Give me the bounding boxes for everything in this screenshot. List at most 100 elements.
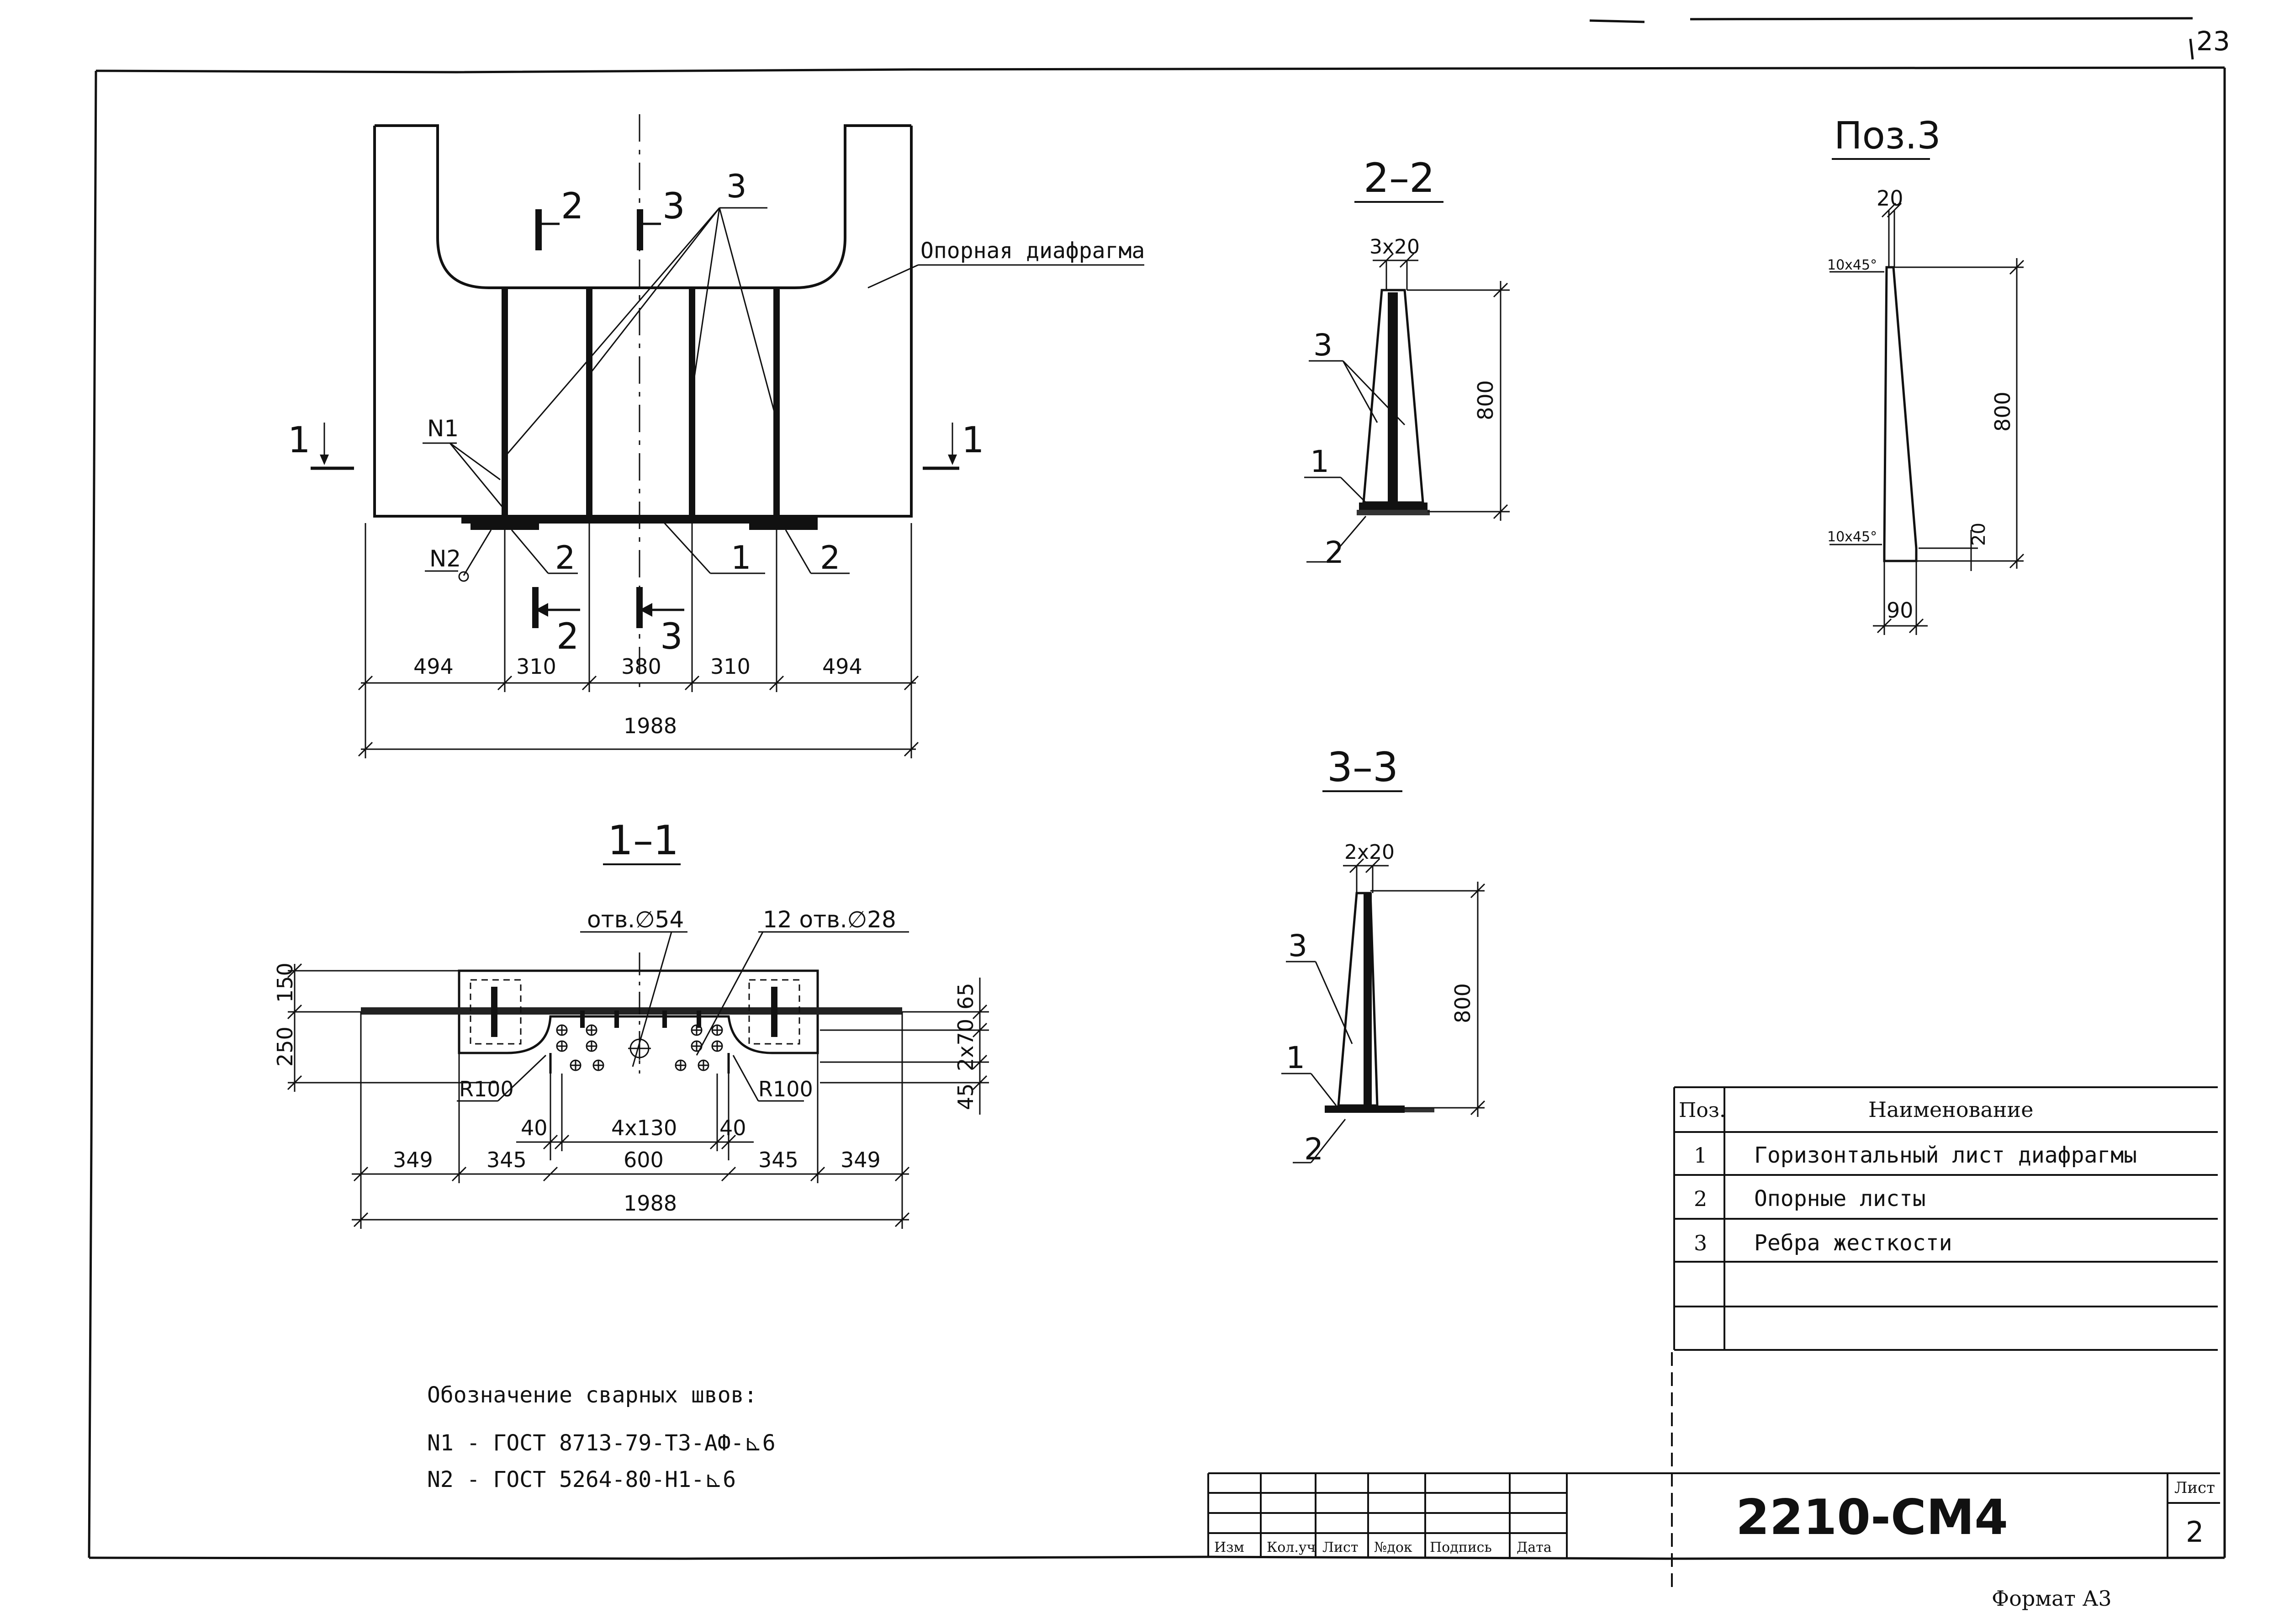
weld-note-n2: N2 - ГОСТ 5264-80-Н1-⊾6	[427, 1467, 736, 1492]
weld-notes-heading: Обозначение сварных швов:	[427, 1382, 757, 1408]
section-mark-1-right: 1	[923, 420, 984, 470]
svg-text:1: 1	[962, 420, 984, 461]
main-view: 3 Опорная диафрагма 2 3 2 3	[288, 114, 1145, 758]
tb-col-podpis: Подпись	[1430, 1539, 1492, 1555]
svg-text:2: 2	[561, 186, 584, 227]
radius-label-left: R100	[459, 1077, 514, 1101]
spec-table: Поз. Наименование 1 Горизонтальный лист …	[1673, 1086, 2218, 1351]
dim-345-left: 345	[486, 1148, 527, 1172]
pos3-dim-20-bottom: 20	[1968, 523, 1989, 546]
dim-494-right: 494	[822, 654, 862, 679]
weld-note-n1: N1 - ГОСТ 8713-79-Т3-АФ-⊾6	[427, 1430, 776, 1456]
tb-col-ndok: №док	[1374, 1539, 1412, 1555]
dim-800-s22: 800	[1473, 380, 1498, 420]
radius-label-right: R100	[758, 1077, 813, 1101]
dim-349-left: 349	[393, 1148, 433, 1172]
section-3-3-title: 3–3	[1327, 744, 1398, 791]
section-2-2-title: 2–2	[1364, 154, 1435, 201]
callout-s33-3: 3	[1288, 928, 1307, 963]
pos3-dim-90: 90	[1887, 598, 1914, 623]
callout-pos-3: 3	[726, 168, 747, 205]
dim-494-left: 494	[413, 654, 454, 679]
callout-pos-2-right: 2	[820, 539, 841, 577]
callout-s22-2: 2	[1325, 535, 1344, 570]
corner-sheet-number: 23	[2196, 26, 2230, 57]
sheet-number: 2	[2186, 1515, 2204, 1549]
tb-col-data: Дата	[1517, 1539, 1552, 1555]
sheet-frame	[88, 17, 2226, 1560]
pos-3-title: Поз.3	[1834, 114, 1941, 158]
dim-2x20: 2x20	[1344, 841, 1395, 864]
callout-pos-2-left: 2	[555, 539, 576, 577]
pos3-chamfer-bottom: 10x45°	[1827, 529, 1877, 545]
section-mark-3-bottom: 3	[636, 587, 684, 657]
stiffener-ribs	[502, 288, 780, 516]
pos3-chamfer-top: 10x45°	[1827, 257, 1877, 273]
svg-text:3: 3	[660, 616, 683, 657]
dim-65: 65	[953, 983, 978, 1010]
section-2-2: 2–2 3x20 800 3 1 2	[1304, 154, 1510, 570]
support-diaphragm-outline	[373, 124, 913, 518]
dim-40-left: 40	[521, 1116, 548, 1140]
dim-40-right: 40	[719, 1116, 746, 1140]
callout-s22-1: 1	[1310, 444, 1329, 479]
svg-text:1: 1	[288, 420, 311, 461]
sheet-label: Лист	[2174, 1479, 2215, 1497]
dim-345-right: 345	[758, 1148, 798, 1172]
dim-349-right: 349	[841, 1148, 881, 1172]
pos-3-detail: Поз.3 20 10x45° 800 10x45° 20 90	[1827, 114, 2025, 635]
drawing-code: 2210-СМ4	[1736, 1489, 2008, 1545]
callout-s33-1: 1	[1286, 1040, 1305, 1075]
format-label: Формат А3	[1992, 1586, 2112, 1611]
spec-header-pos: Поз.	[1679, 1099, 1726, 1122]
dim-600: 600	[624, 1148, 664, 1172]
weld-notes: Обозначение сварных швов: N1 - ГОСТ 8713…	[427, 1382, 776, 1492]
dim-3x20: 3x20	[1369, 235, 1420, 259]
diaphragm-web-plan	[361, 1007, 902, 1015]
callout-s33-2: 2	[1304, 1132, 1323, 1167]
section-mark-1-left: 1	[288, 420, 354, 470]
spec-row-3-name: Ребра жесткости	[1754, 1230, 1952, 1256]
pos3-dim-800: 800	[1990, 391, 2015, 432]
dim-1988-section: 1988	[624, 1191, 677, 1216]
callout-pos-1: 1	[731, 539, 751, 577]
weld-label-n2: N2	[429, 545, 461, 572]
support-diaphragm-label: Опорная диафрагма	[920, 238, 1145, 264]
section-1-1: 1–1	[273, 817, 989, 1229]
hole-large-label: отв.∅54	[587, 906, 684, 933]
dim-2x70: 2x70	[953, 1019, 978, 1071]
section-mark-2-top: 2	[535, 186, 584, 250]
dim-4x130: 4x130	[611, 1116, 677, 1140]
bolt-holes	[556, 1024, 723, 1071]
spec-row-3-pos: 3	[1694, 1231, 1707, 1255]
tb-col-izm: Изм	[1214, 1539, 1244, 1555]
main-dim-lines	[358, 523, 919, 758]
dim-800-s33: 800	[1450, 983, 1475, 1023]
dim-310-right: 310	[710, 654, 751, 679]
svg-text:2: 2	[556, 616, 579, 657]
dim-150: 150	[273, 963, 297, 1003]
spec-row-2-pos: 2	[1694, 1186, 1707, 1211]
weld-label-n1: N1	[427, 415, 459, 442]
dim-45: 45	[953, 1083, 978, 1110]
spec-header-name: Наименование	[1868, 1097, 2033, 1122]
section-1-1-title: 1–1	[608, 817, 679, 864]
tb-col-kolich: Кол.уч	[1267, 1539, 1316, 1555]
spec-row-1-name: Горизонтальный лист диафрагмы	[1754, 1143, 2137, 1168]
callout-s22-3: 3	[1313, 328, 1332, 363]
dim-310-left: 310	[516, 654, 556, 679]
spec-row-1-pos: 1	[1694, 1143, 1707, 1168]
dim-1988-main: 1988	[624, 714, 677, 738]
plate-plan-outline	[458, 969, 819, 1054]
tb-col-list: Лист	[1322, 1539, 1358, 1555]
svg-text:3: 3	[662, 186, 685, 227]
spec-row-2-name: Опорные листы	[1754, 1186, 1926, 1211]
holes-small-label: 12 отв.∅28	[763, 906, 896, 933]
dim-380: 380	[621, 654, 661, 679]
section-mark-3-top: 3	[637, 186, 685, 250]
support-plate-right	[749, 524, 818, 530]
section-3-3: 3–3 2x20 800 3 1 2	[1281, 744, 1486, 1167]
pos3-dim-20-top: 20	[1877, 186, 1903, 211]
section-mark-2-bottom: 2	[532, 587, 580, 657]
